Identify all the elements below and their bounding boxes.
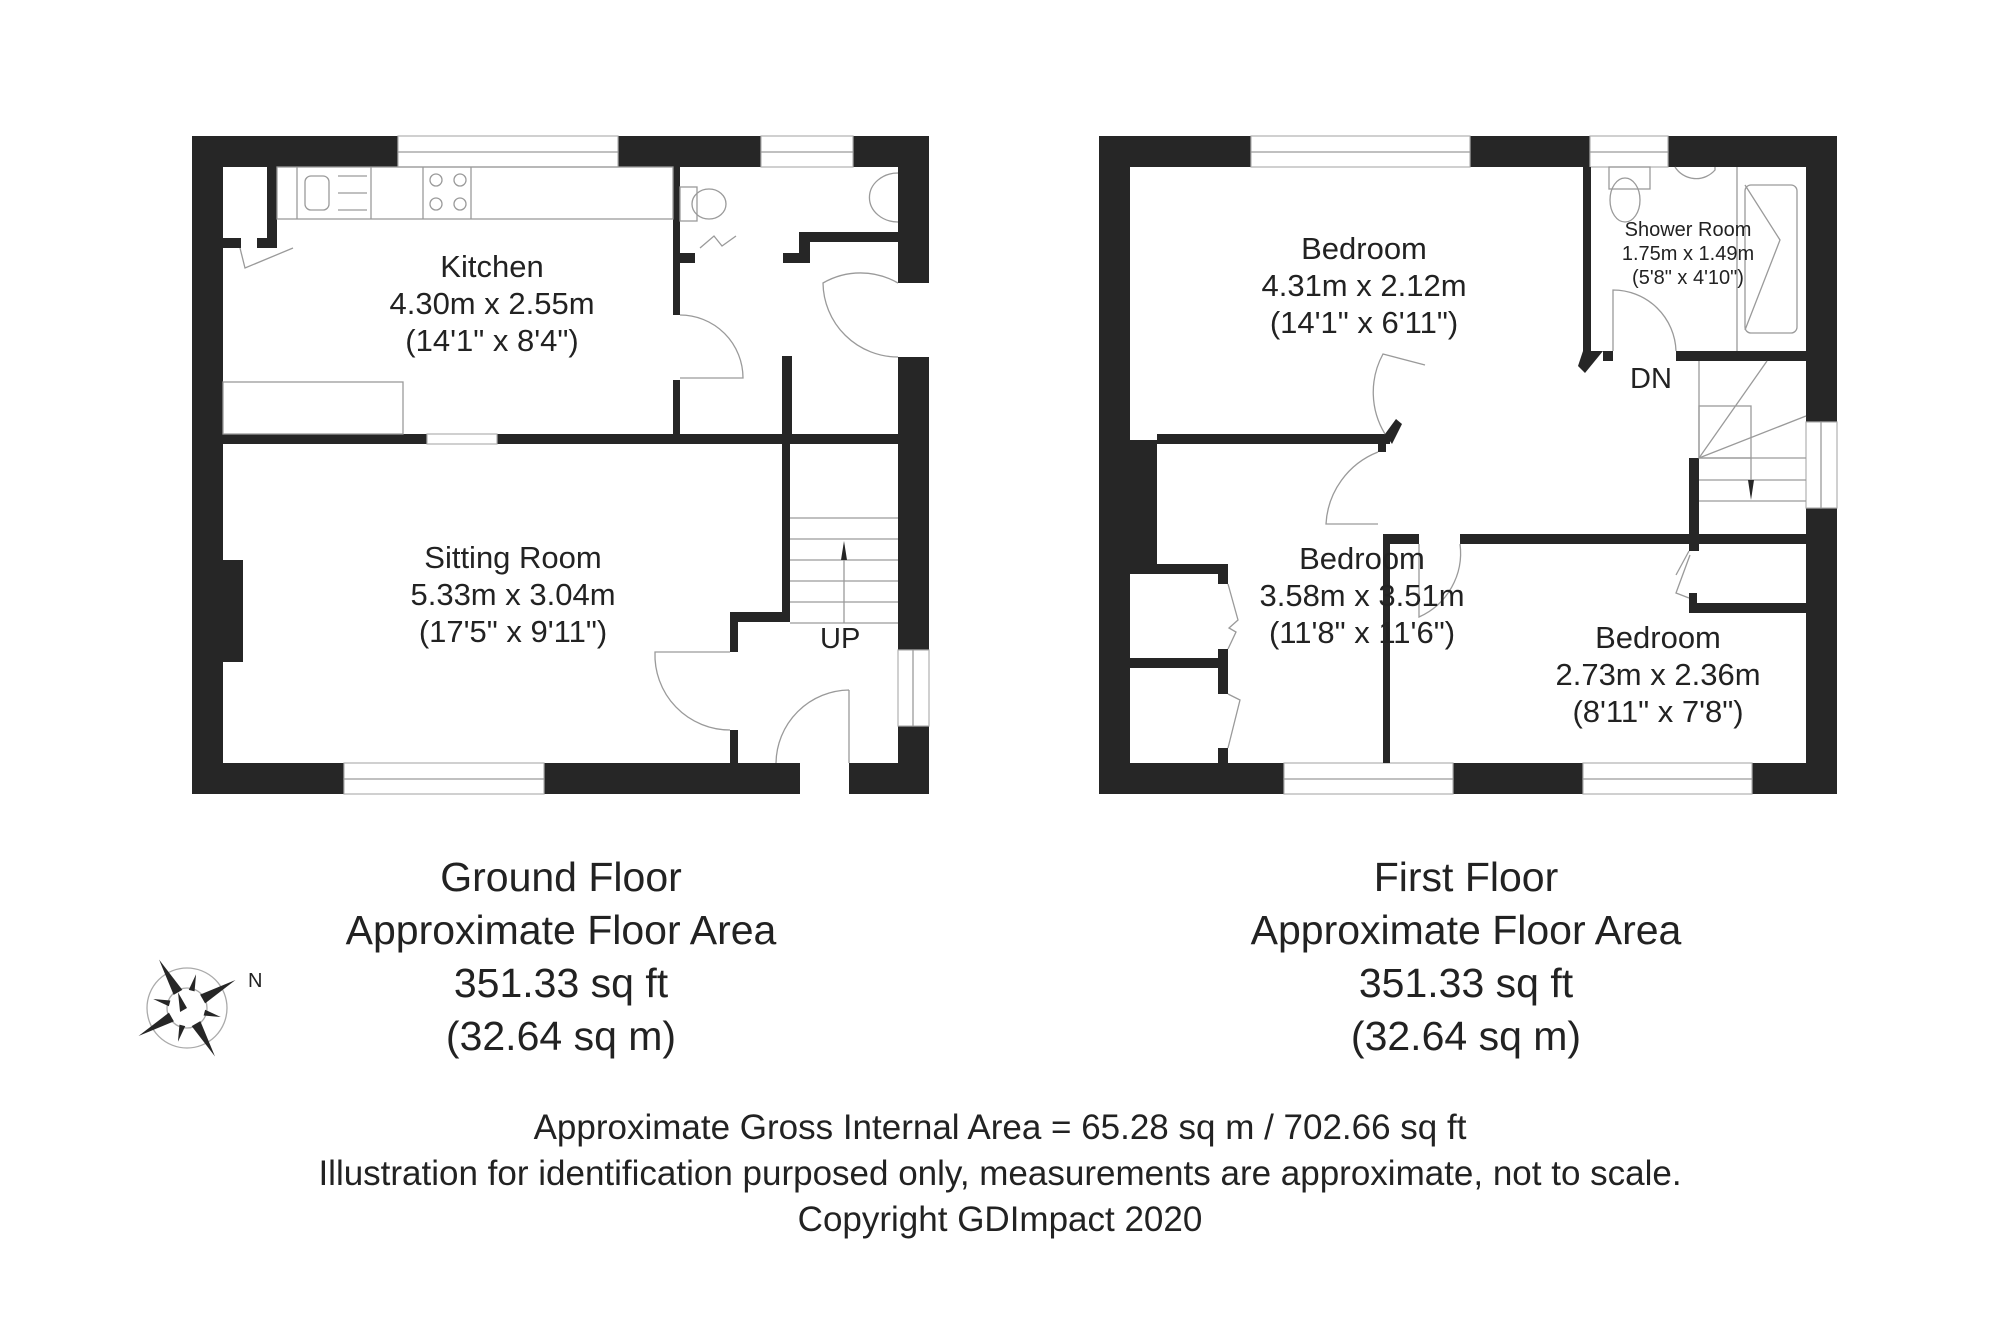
footer-notes: Approximate Gross Internal Area = 65.28 … <box>0 1105 2000 1243</box>
stairs-down-label: DN <box>1630 363 1672 395</box>
room-imperial-dimensions: (5'8" x 4'10") <box>1632 267 1744 289</box>
stairs-down-arrow-icon <box>1748 480 1754 500</box>
room-label-sitting-room: Sitting Room 5.33m x 3.04m (17'5" x 9'11… <box>363 539 663 651</box>
room-imperial-dimensions: (11'8" x 11'6") <box>1268 615 1456 651</box>
first-floor-plan <box>1099 135 1838 795</box>
room-metric-dimensions: 3.58m x 3.51m <box>1259 578 1465 614</box>
room-label-bedroom-rear-large: Bedroom 3.58m x 3.51m (11'8" x 11'6") <box>1237 540 1487 652</box>
room-metric-dimensions: 5.33m x 3.04m <box>410 577 616 613</box>
first-floor-stairs <box>1675 360 1807 576</box>
room-name: Kitchen <box>440 249 544 284</box>
floor-area-sqft: 351.33 sq ft <box>1358 960 1574 1006</box>
floor-area-sqm: (32.64 sq m) <box>445 1013 677 1059</box>
room-name: Bedroom <box>1301 231 1427 266</box>
room-name: Sitting Room <box>424 540 602 575</box>
disclaimer: Illustration for identification purposed… <box>318 1154 1682 1193</box>
floor-title: First Floor <box>1373 854 1559 900</box>
ground-floor-fixtures <box>222 166 899 764</box>
first-floor-interior-walls <box>1130 167 1806 763</box>
compass-north-label: N <box>248 970 263 992</box>
room-metric-dimensions: 4.30m x 2.55m <box>389 286 595 322</box>
room-label-bedroom-rear-small: Bedroom 2.73m x 2.36m (8'11" x 7'8") <box>1533 619 1783 731</box>
room-name: Bedroom <box>1299 541 1425 576</box>
room-label-kitchen: Kitchen 4.30m x 2.55m (14'1" x 8'4") <box>367 248 617 360</box>
room-metric-dimensions: 4.31m x 2.12m <box>1261 268 1467 304</box>
room-imperial-dimensions: (14'1" x 6'11") <box>1269 305 1459 341</box>
ground-floor-caption: Ground Floor Approximate Floor Area 351.… <box>311 851 811 1063</box>
stairs-up-label: UP <box>820 623 861 655</box>
compass-rose-icon <box>138 959 236 1057</box>
first-floor-caption: First Floor Approximate Floor Area 351.3… <box>1216 851 1716 1063</box>
ground-floor-windows <box>343 135 930 795</box>
ground-floor-interior-walls <box>223 167 898 763</box>
floor-area-sqm: (32.64 sq m) <box>1350 1013 1582 1059</box>
first-floor-outer-walls <box>1099 136 1837 794</box>
room-name: Bedroom <box>1595 620 1721 655</box>
stairs-up-arrow-icon <box>841 541 847 560</box>
room-imperial-dimensions: (14'1" x 8'4") <box>405 323 579 359</box>
room-imperial-dimensions: (17'5" x 9'11") <box>418 614 608 650</box>
room-metric-dimensions: 2.73m x 2.36m <box>1555 657 1761 693</box>
ground-floor-plan <box>192 135 930 795</box>
floor-area-heading: Approximate Floor Area <box>1250 907 1682 953</box>
floor-area-heading: Approximate Floor Area <box>345 907 777 953</box>
ground-floor-outer-walls <box>192 136 929 794</box>
room-label-bedroom-front: Bedroom 4.31m x 2.12m (14'1" x 6'11") <box>1239 230 1489 342</box>
first-floor-fixtures <box>1227 166 1807 749</box>
room-imperial-dimensions: (8'11" x 7'8") <box>1572 694 1744 730</box>
copyright: Copyright GDImpact 2020 <box>797 1200 1203 1239</box>
room-label-shower-room: Shower Room 1.75m x 1.49m (5'8" x 4'10") <box>1603 218 1773 290</box>
ground-floor-stairs <box>790 517 898 624</box>
floor-title: Ground Floor <box>440 854 682 900</box>
room-name: Shower Room <box>1624 219 1752 241</box>
gross-internal-area: Approximate Gross Internal Area = 65.28 … <box>533 1108 1467 1147</box>
room-metric-dimensions: 1.75m x 1.49m <box>1621 243 1755 265</box>
floor-area-sqft: 351.33 sq ft <box>453 960 669 1006</box>
